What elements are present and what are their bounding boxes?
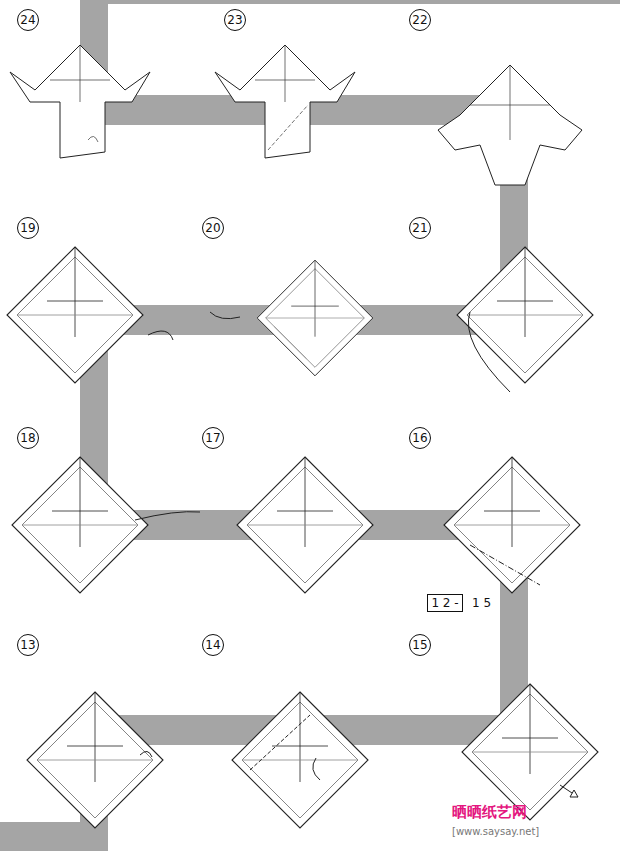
- step-number-text: 19: [20, 222, 35, 234]
- step-number-text: 13: [20, 639, 35, 651]
- step-number: 13: [17, 634, 39, 656]
- step-number: 24: [17, 9, 39, 31]
- step-number-text: 21: [412, 222, 427, 234]
- step-number: 23: [224, 9, 246, 31]
- step-number: 21: [409, 217, 431, 239]
- step-number-text: 22: [412, 14, 427, 26]
- step-number-text: 16: [412, 432, 427, 444]
- step-number-text: 23: [227, 14, 242, 26]
- step-number: 20: [202, 217, 224, 239]
- reference-box: 1 2 -: [427, 594, 463, 612]
- step-number-text: 14: [205, 639, 220, 651]
- step-number: 22: [409, 9, 431, 31]
- step-number: 18: [17, 427, 39, 449]
- step-number-text: 17: [205, 432, 220, 444]
- step-number: 14: [202, 634, 224, 656]
- step-number: 19: [17, 217, 39, 239]
- step-number-text: 15: [412, 639, 427, 651]
- step-number-text: 24: [20, 14, 35, 26]
- step-number: 16: [409, 427, 431, 449]
- step-number-text: 20: [205, 222, 220, 234]
- watermark: [www.saysay.net]: [452, 827, 539, 837]
- step-number: 15: [409, 634, 431, 656]
- step-number: 17: [202, 427, 224, 449]
- watermark: 晒晒纸艺网: [452, 805, 527, 820]
- reference-text: 1 2 -: [431, 597, 458, 609]
- reference-number: 1 5: [472, 597, 491, 609]
- step-number-text: 18: [20, 432, 35, 444]
